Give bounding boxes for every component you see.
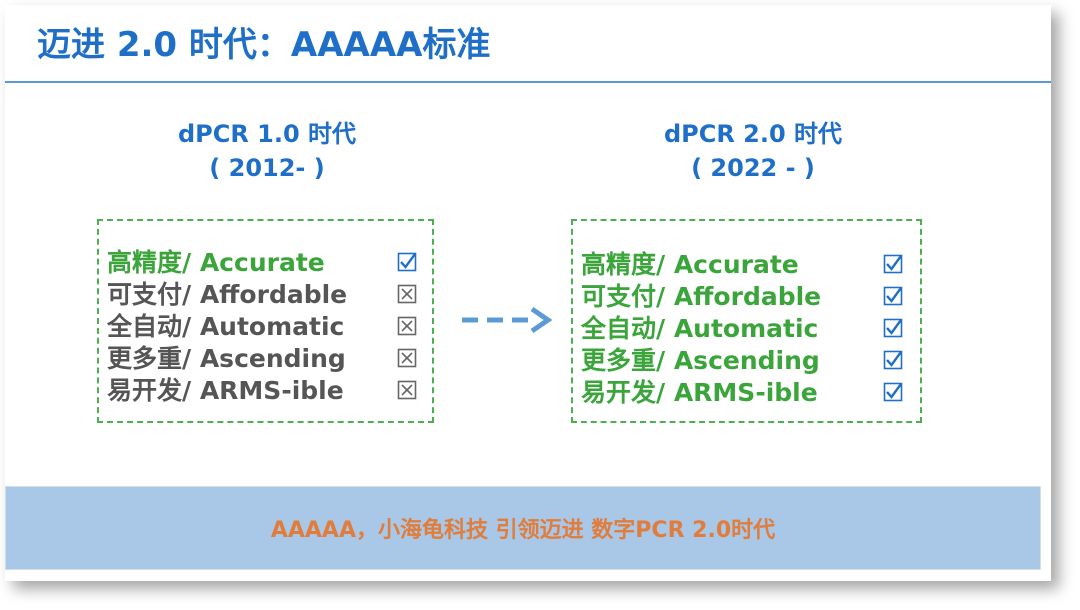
dashed-arrow-icon <box>462 306 553 334</box>
criteria-row: 全自动/ Automatic <box>107 309 344 341</box>
criteria-label: 高精度/ Accurate <box>581 250 799 279</box>
criteria-label: 全自动/ Automatic <box>107 312 345 341</box>
slide: 迈进 2.0 时代：AAAAA标准 dPCR 1.0 时代 ( 2012- ) … <box>5 5 1051 581</box>
criteria-label: 可支付/ Affordable <box>581 282 822 311</box>
banner-text: AAAAA，小海龟科技 引领迈进 数字PCR 2.0时代 <box>270 518 776 543</box>
criteria-row: 可支付/ Affordable <box>581 279 821 311</box>
crossed-checkbox-icon <box>397 284 417 304</box>
criteria-row: 高精度/ Accurate <box>107 245 325 277</box>
era-1-criteria-box: 高精度/ Accurate 可支付/ Affordable 全自动/ Autom… <box>97 219 434 423</box>
criteria-label: 易开发/ ARMS-ible <box>107 376 344 405</box>
slide-title: 迈进 2.0 时代：AAAAA标准 <box>37 25 491 65</box>
checked-checkbox-icon <box>883 286 903 306</box>
crossed-checkbox-icon <box>397 348 417 368</box>
criteria-label: 更多重/ Ascending <box>581 346 820 375</box>
checked-checkbox-icon <box>883 382 903 402</box>
criteria-label: 可支付/ Affordable <box>107 280 348 309</box>
crossed-checkbox-icon <box>397 316 417 336</box>
criteria-label: 易开发/ ARMS-ible <box>581 378 818 407</box>
era-2-header: dPCR 2.0 时代 ( 2022 - ) <box>583 117 923 185</box>
era-2-years: ( 2022 - ) <box>691 154 815 182</box>
checked-checkbox-icon <box>883 350 903 370</box>
criteria-label: 高精度/ Accurate <box>107 248 325 277</box>
title-divider <box>5 81 1051 83</box>
criteria-row: 高精度/ Accurate <box>581 247 799 279</box>
criteria-row: 全自动/ Automatic <box>581 311 818 343</box>
era-2-name: dPCR 2.0 时代 <box>663 120 843 148</box>
criteria-row: 易开发/ ARMS-ible <box>107 373 344 405</box>
checked-checkbox-icon <box>397 252 417 272</box>
era-1-header: dPCR 1.0 时代 ( 2012- ) <box>97 117 437 185</box>
era-1-years: ( 2012- ) <box>209 154 325 182</box>
criteria-label: 更多重/ Ascending <box>107 344 346 373</box>
criteria-row: 更多重/ Ascending <box>581 343 820 375</box>
era-2-criteria-box: 高精度/ Accurate 可支付/ Affordable 全自动/ Autom… <box>571 219 922 423</box>
crossed-checkbox-icon <box>397 380 417 400</box>
checked-checkbox-icon <box>883 254 903 274</box>
criteria-row: 更多重/ Ascending <box>107 341 346 373</box>
checked-checkbox-icon <box>883 318 903 338</box>
criteria-row: 可支付/ Affordable <box>107 277 347 309</box>
criteria-row: 易开发/ ARMS-ible <box>581 375 818 407</box>
era-1-name: dPCR 1.0 时代 <box>177 120 357 148</box>
criteria-label: 全自动/ Automatic <box>581 314 819 343</box>
bottom-banner: AAAAA，小海龟科技 引领迈进 数字PCR 2.0时代 <box>5 486 1041 570</box>
